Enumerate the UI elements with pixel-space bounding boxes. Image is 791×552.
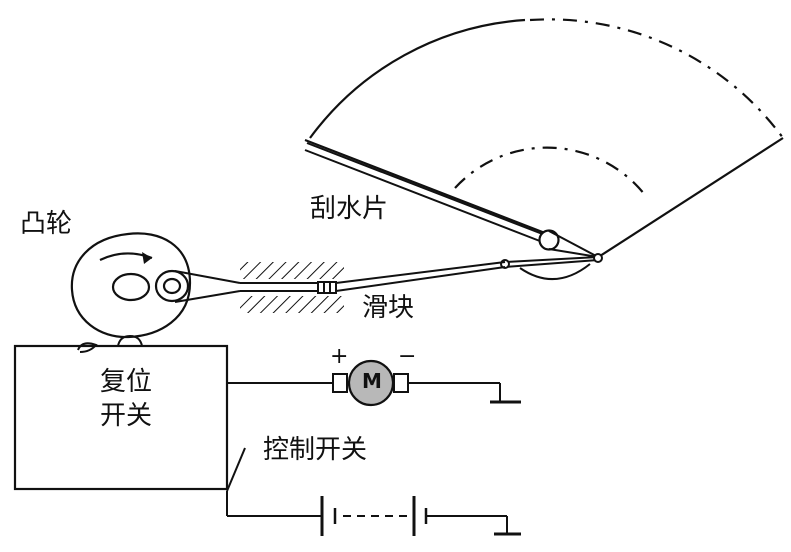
reset-switch-label-line2: 开关 bbox=[100, 401, 153, 431]
battery-circuit bbox=[227, 496, 521, 536]
slider-guide bbox=[240, 262, 344, 313]
rotation-arrow bbox=[142, 252, 152, 264]
wiper-sweep-area bbox=[304, 18, 784, 257]
reset-switch-contacts bbox=[77, 334, 143, 353]
wiper-arm bbox=[304, 142, 546, 244]
linkage-joint-right bbox=[593, 253, 603, 263]
reset-switch-box bbox=[13, 344, 229, 491]
motor bbox=[332, 359, 409, 407]
linkage bbox=[504, 230, 599, 280]
motor-label: M bbox=[362, 369, 382, 393]
control-switch-label: 控制开关 bbox=[263, 435, 368, 465]
wiper-blade-label: 刮水片 bbox=[310, 194, 389, 224]
cam bbox=[70, 232, 192, 339]
cam-label: 凸轮 bbox=[20, 209, 73, 239]
motor-plus-label: + bbox=[330, 344, 349, 369]
wiper-pivot bbox=[538, 229, 560, 251]
motor-minus-label: − bbox=[398, 344, 417, 369]
motor-circuit bbox=[227, 382, 521, 404]
reset-switch-label-line1: 复位 bbox=[100, 367, 153, 397]
control-switch bbox=[226, 438, 246, 516]
connecting-rod bbox=[174, 261, 506, 303]
slider-label: 滑块 bbox=[362, 293, 415, 323]
slider-block bbox=[317, 281, 337, 294]
